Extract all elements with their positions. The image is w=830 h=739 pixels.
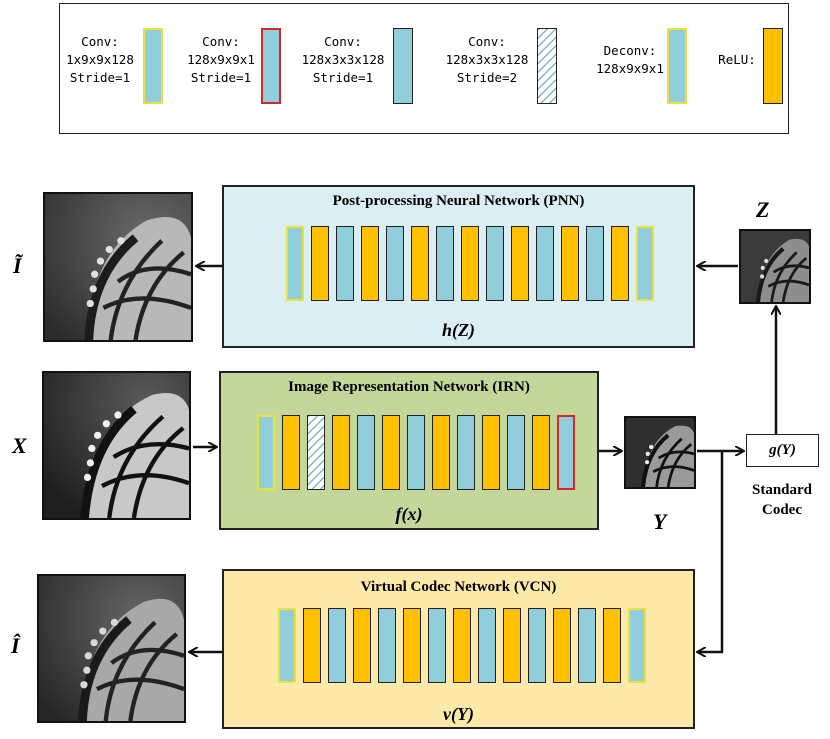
legend: Conv: 1x9x9x128 Stride=1 Conv: 128x9x9x1… — [59, 3, 789, 134]
relu-layer-block — [553, 608, 571, 683]
legend-label-conv-128x9x9x1: Conv: 128x9x9x1 Stride=1 — [187, 34, 255, 85]
legend-label-conv-1x9x9x128: Conv: 1x9x9x128 Stride=1 — [66, 34, 134, 85]
conv-layer-block — [457, 415, 475, 490]
relu-layer-block — [382, 415, 400, 490]
pnn-box: Post-processing Neural Network (PNN) h(Z… — [222, 185, 695, 348]
relu-layer-block — [361, 226, 379, 301]
legend-label-relu: ReLU: — [718, 52, 756, 67]
relu-layer-block — [603, 608, 621, 683]
legend-swatch-conv-black — [393, 28, 413, 104]
conv-layer-block — [257, 415, 275, 490]
arrow-y-to-vcn — [698, 451, 724, 652]
vcn-box: Virtual Codec Network (VCN) v(Y) — [222, 569, 695, 729]
conv-layer-block — [507, 415, 525, 490]
pnn-function: h(Z) — [442, 320, 475, 340]
relu-layer-block — [511, 226, 529, 301]
relu-layer-block — [311, 226, 329, 301]
conv-layer-block — [336, 226, 354, 301]
butterfly-image-input-x — [42, 371, 191, 520]
label-z: Z — [756, 197, 770, 222]
conv-layer-block — [478, 608, 496, 683]
relu-layer-block — [432, 415, 450, 490]
legend-swatch-conv-yellow — [143, 28, 163, 104]
vcn-function: v(Y) — [443, 704, 474, 724]
deconv-layer-block — [628, 608, 646, 683]
conv-layer-block — [378, 608, 396, 683]
conv-layer-block — [486, 226, 504, 301]
label-i-tilde: Ĩ — [13, 253, 22, 278]
irn-title: Image Representation Network (IRN) — [288, 379, 530, 395]
conv-layer-block — [328, 608, 346, 683]
relu-layer-block — [353, 608, 371, 683]
codec-caption: Standard Codec — [751, 482, 813, 518]
pnn-title: Post-processing Neural Network (PNN) — [332, 193, 585, 209]
legend-swatch-deconv — [667, 28, 687, 104]
relu-layer-block — [403, 608, 421, 683]
relu-layer-block — [482, 415, 500, 490]
conv-layer-block — [286, 226, 304, 301]
relu-layer-block — [332, 415, 350, 490]
conv-layer-block — [407, 415, 425, 490]
legend-swatch-relu — [763, 28, 783, 104]
relu-layer-block — [532, 415, 550, 490]
legend-label-deconv: Deconv: 128x9x9x1 — [596, 43, 664, 76]
relu-layer-block — [453, 608, 471, 683]
vcn-title: Virtual Codec Network (VCN) — [360, 579, 557, 595]
label-i-hat: Î — [11, 633, 20, 658]
conv-output-layer-block — [557, 415, 575, 490]
legend-label-conv-stride1: Conv: 128x3x3x128 Stride=1 — [301, 34, 385, 85]
codec-function-box: g(Y) — [746, 434, 819, 467]
conv-layer-block — [278, 608, 296, 683]
label-y: Y — [653, 509, 667, 534]
conv-layer-block — [586, 226, 604, 301]
butterfly-image-y — [624, 416, 696, 489]
irn-function: f(x) — [395, 504, 423, 524]
butterfly-image-output-pnn — [43, 192, 193, 342]
relu-layer-block — [282, 415, 300, 490]
legend-swatch-conv-hatched — [537, 28, 557, 104]
legend-swatch-conv-red — [261, 28, 281, 104]
relu-layer-block — [303, 608, 321, 683]
strided-conv-layer-block — [307, 415, 325, 490]
conv-layer-block — [536, 226, 554, 301]
relu-layer-block — [561, 226, 579, 301]
butterfly-image-output-vcn — [37, 574, 186, 723]
conv-layer-block — [528, 608, 546, 683]
conv-layer-block — [578, 608, 596, 683]
relu-layer-block — [461, 226, 479, 301]
conv-layer-block — [428, 608, 446, 683]
deconv-layer-block — [636, 226, 654, 301]
butterfly-image-z — [739, 229, 811, 304]
relu-layer-block — [503, 608, 521, 683]
conv-layer-block — [436, 226, 454, 301]
irn-box: Image Representation Network (IRN) f(x) — [219, 371, 599, 530]
relu-layer-block — [611, 226, 629, 301]
conv-layer-block — [357, 415, 375, 490]
relu-layer-block — [411, 226, 429, 301]
conv-layer-block — [386, 226, 404, 301]
legend-label-conv-stride2: Conv: 128x3x3x128 Stride=2 — [445, 34, 529, 85]
label-x: X — [12, 433, 27, 458]
